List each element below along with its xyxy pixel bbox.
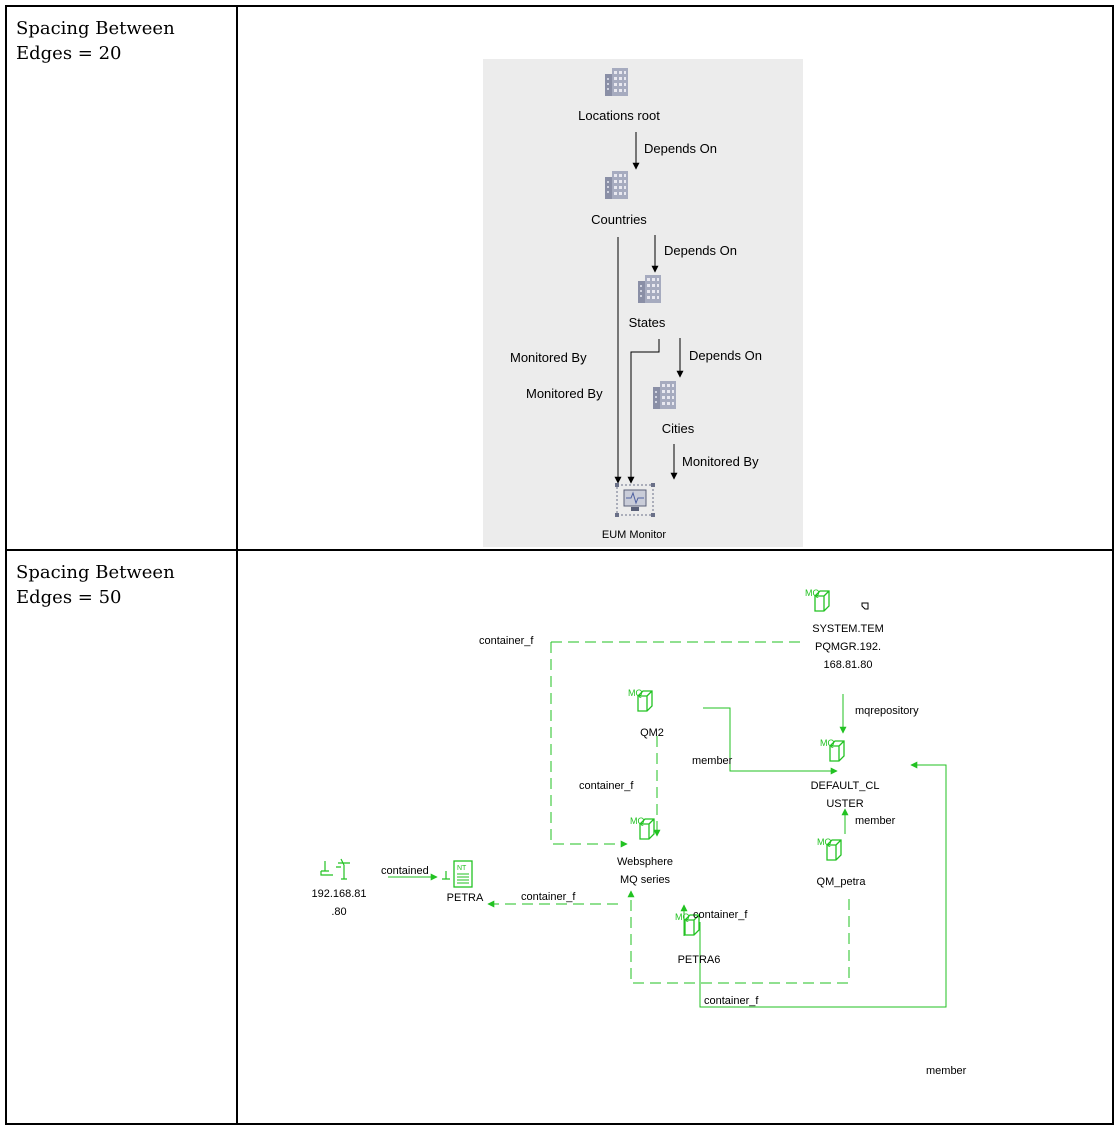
edge-container-f: container_f: [693, 909, 748, 921]
node-countries: Countries: [591, 212, 647, 227]
node-qm-petra: QM_petra: [817, 876, 867, 888]
node-default-cluster: USTER: [826, 798, 863, 810]
edge-member: member: [926, 1065, 967, 1077]
edge-member: member: [692, 755, 733, 767]
server-icon: NT: [442, 860, 473, 888]
svg-text:NT: NT: [457, 865, 467, 872]
mq-queue-icon: [816, 836, 842, 861]
mq-queue-icon: [804, 587, 830, 612]
edge-depends-on: Depends On: [689, 348, 762, 363]
node-eum-monitor: EUM Monitor: [602, 529, 667, 541]
figure-cell: MQ: [236, 549, 1114, 1125]
edge-container-f: container_f: [479, 635, 534, 647]
node-system-tem: SYSTEM.TEM: [812, 623, 884, 635]
figure-cell: Locations root Depends On Countries Depe…: [236, 5, 1114, 551]
node-petra6: PETRA6: [678, 954, 721, 966]
edge-member: member: [855, 815, 896, 827]
label-cell: Spacing Between Edges = 50: [5, 549, 238, 1125]
node-websphere: Websphere: [617, 856, 673, 868]
label-cell: Spacing Between Edges = 20: [5, 5, 238, 551]
note-icon: [861, 602, 869, 610]
monitor-icon: [615, 483, 655, 517]
node-locations-root: Locations root: [578, 108, 660, 123]
network-icon: [320, 858, 350, 880]
mq-queue-icon: [819, 737, 845, 762]
edge-monitored-by: Monitored By: [510, 350, 587, 365]
edge-container-f: container_f: [704, 995, 759, 1007]
node-ip: .80: [331, 906, 346, 918]
edge-contained: contained: [381, 865, 429, 877]
edge-monitored-by: Monitored By: [682, 454, 759, 469]
node-qm2: QM2: [640, 727, 664, 739]
mq-queue-icon: [627, 687, 653, 712]
node-system-tem: 168.81.80: [824, 659, 873, 671]
node-petra: PETRA: [447, 892, 484, 904]
mq-queue-icon: [629, 815, 655, 840]
edge-depends-on: Depends On: [664, 243, 737, 258]
node-states: States: [629, 315, 666, 330]
node-default-cluster: DEFAULT_CL: [811, 780, 880, 792]
node-system-tem: PQMGR.192.: [815, 641, 881, 653]
edge-container-f: container_f: [521, 891, 576, 903]
node-ip: 192.168.81: [311, 888, 366, 900]
network-diagram: MQ: [311, 587, 967, 1077]
row-label: Spacing Between Edges = 50: [16, 562, 175, 608]
edge-depends-on: Depends On: [644, 141, 717, 156]
edge-monitored-by: Monitored By: [526, 386, 603, 401]
node-cities: Cities: [662, 421, 695, 436]
table-row: Spacing Between Edges = 20: [5, 5, 1114, 551]
diagram-panel: [483, 59, 803, 547]
edge-container-f: container_f: [579, 780, 634, 792]
comparison-table: Spacing Between Edges = 20: [5, 5, 1114, 1125]
hierarchy-diagram: Locations root Depends On Countries Depe…: [483, 59, 803, 547]
edge-mqrepository: mqrepository: [855, 705, 919, 717]
table-row: Spacing Between Edges = 50 MQ: [5, 549, 1114, 1125]
row-label: Spacing Between Edges = 20: [16, 18, 175, 64]
node-websphere: MQ series: [620, 874, 671, 886]
